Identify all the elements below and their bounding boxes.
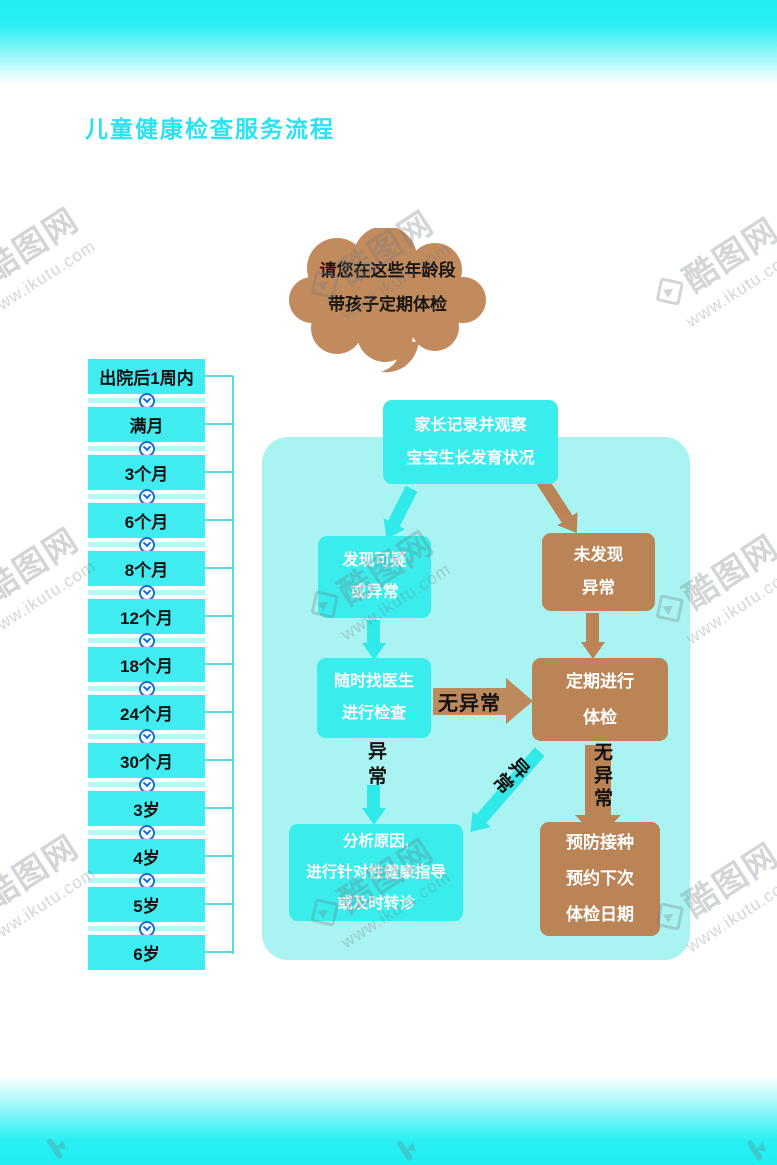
timeline-age-box: 出院后1周内 (88, 359, 233, 394)
arrow-doctor-to-analyze (362, 785, 386, 825)
suspect-line1: 发现可疑 (342, 552, 407, 569)
age-timeline: 出院后1周内 满月 3个月 (88, 359, 233, 970)
cloud-text: 请您在这些年龄段 带孩子定期体检 (285, 254, 490, 322)
timeline-age-box: 24个月 (88, 695, 233, 730)
timeline-age-box: 12个月 (88, 599, 233, 634)
analyze-line3: 或及时转诊 (337, 895, 415, 912)
timeline-age-box: 6个月 (88, 503, 233, 538)
timeline-connector (88, 488, 205, 505)
timeline-slot: 5岁 (88, 887, 233, 937)
watermark-logo-icon (655, 277, 685, 306)
flow-box-suspect-abnormal: 发现可疑 或异常 (318, 536, 431, 618)
observe-line2: 宝宝生长发育状况 (406, 450, 535, 467)
timeline-connector (88, 584, 205, 601)
timeline-age-box: 6岁 (88, 935, 233, 970)
timeline-connector (88, 632, 205, 649)
timeline-age-label: 出院后1周内 (99, 369, 194, 388)
vaccine-line2: 预约下次 (566, 869, 634, 888)
timeline-age-label: 30个月 (120, 753, 173, 772)
no-abnormal-label-vertical: 无异常 (591, 742, 612, 811)
timeline-age-label: 18个月 (120, 657, 173, 676)
timeline-slot: 30个月 (88, 743, 233, 793)
arrow-head (506, 678, 533, 724)
timeline-age-label: 6岁 (133, 945, 160, 964)
analyze-line1: 分析原因, (342, 833, 410, 850)
notfound-line1: 未发现 (573, 546, 624, 564)
timeline-age-label: 12个月 (120, 609, 173, 628)
no-abnormal-arrow-label: 无异常 (433, 687, 506, 715)
timeline-age-label: 6个月 (124, 513, 169, 532)
watermark: 酷图网 www.ikutu.com (0, 520, 100, 642)
timeline-age-label: 5岁 (133, 897, 160, 916)
timeline-connector (88, 392, 205, 409)
timeline-age-box: 30个月 (88, 743, 233, 778)
timeline-connector (88, 680, 205, 697)
timeline-age-label: 8个月 (124, 561, 169, 580)
timeline-age-label: 3岁 (133, 801, 160, 820)
watermark: 酷图网 www.ikutu.com (0, 200, 100, 322)
timeline-age-label: 3个月 (124, 465, 169, 484)
flow-box-analyze-refer: 分析原因, 进行针对性健康指导 或及时转诊 (289, 824, 463, 921)
timeline-slot: 6岁 (88, 935, 233, 970)
cloud-text-line1: 请您在这些年龄段 (319, 261, 456, 280)
timeline-slot: 3岁 (88, 791, 233, 841)
arrow-doctor-to-regular: 无异常 (433, 678, 533, 724)
timeline-slot: 出院后1周内 (88, 359, 233, 409)
timeline-connector (88, 536, 205, 553)
timeline-age-box: 18个月 (88, 647, 233, 682)
flow-box-no-abnormal-found: 未发现 异常 (542, 533, 655, 611)
suspect-line2: 或异常 (350, 584, 399, 601)
arrow-notfound-to-regular (581, 613, 605, 659)
vaccine-line3: 体检日期 (566, 905, 634, 924)
page-title: 儿童健康检查服务流程 (85, 116, 335, 142)
flow-box-vaccinate-schedule: 预防接种 预约下次 体检日期 (540, 822, 660, 936)
speech-cloud: 请您在这些年龄段 带孩子定期体检 (285, 228, 490, 380)
doctor-line1: 随时找医生 (333, 673, 414, 690)
bottom-gradient-band (0, 1076, 777, 1165)
cloud-shape-icon (289, 228, 486, 373)
regular-line2: 体检 (583, 707, 617, 727)
analyze-line2: 进行针对性健康指导 (306, 864, 446, 881)
abnormal-label-vertical: 异常 (365, 741, 386, 791)
timeline-slot: 6个月 (88, 503, 233, 553)
timeline-connector (88, 440, 205, 457)
timeline-age-box: 4岁 (88, 839, 233, 874)
timeline-age-box: 5岁 (88, 887, 233, 922)
timeline-age-box: 3个月 (88, 455, 233, 490)
timeline-slot: 满月 (88, 407, 233, 457)
watermark: 酷图网 www.ikutu.com (0, 827, 100, 949)
timeline-connector (88, 728, 205, 745)
top-gradient-band (0, 0, 777, 84)
timeline-age-box: 满月 (88, 407, 233, 442)
timeline-slot: 24个月 (88, 695, 233, 745)
vaccine-line1: 预防接种 (566, 833, 634, 852)
timeline-slot: 3个月 (88, 455, 233, 505)
doctor-line2: 进行检查 (341, 705, 406, 722)
timeline-connector (88, 872, 205, 889)
timeline-connector (88, 920, 205, 937)
timeline-slot: 18个月 (88, 647, 233, 697)
timeline-slot: 4岁 (88, 839, 233, 889)
flow-box-see-doctor: 随时找医生 进行检查 (317, 658, 431, 738)
timeline-connector (88, 824, 205, 841)
timeline-slot: 12个月 (88, 599, 233, 649)
timeline-age-label: 24个月 (120, 705, 173, 724)
timeline-age-box: 3岁 (88, 791, 233, 826)
regular-line1: 定期进行 (566, 671, 634, 691)
notfound-line2: 异常 (582, 579, 615, 597)
timeline-age-box: 8个月 (88, 551, 233, 586)
timeline-slot: 8个月 (88, 551, 233, 601)
observe-line1: 家长记录并观察 (414, 417, 527, 434)
watermark: 酷图网 www.ikutu.com (647, 204, 777, 338)
flow-box-regular-checkup: 定期进行 体检 (532, 658, 668, 741)
timeline-age-label: 满月 (129, 417, 164, 436)
cloud-text-line2: 带孩子定期体检 (328, 295, 447, 314)
flow-box-observe: 家长记录并观察 宝宝生长发育状况 (383, 400, 558, 484)
arrow-suspect-to-doctor (362, 620, 386, 660)
timeline-age-label: 4岁 (133, 849, 160, 868)
timeline-bracket-line (232, 376, 234, 954)
timeline-connector (88, 776, 205, 793)
